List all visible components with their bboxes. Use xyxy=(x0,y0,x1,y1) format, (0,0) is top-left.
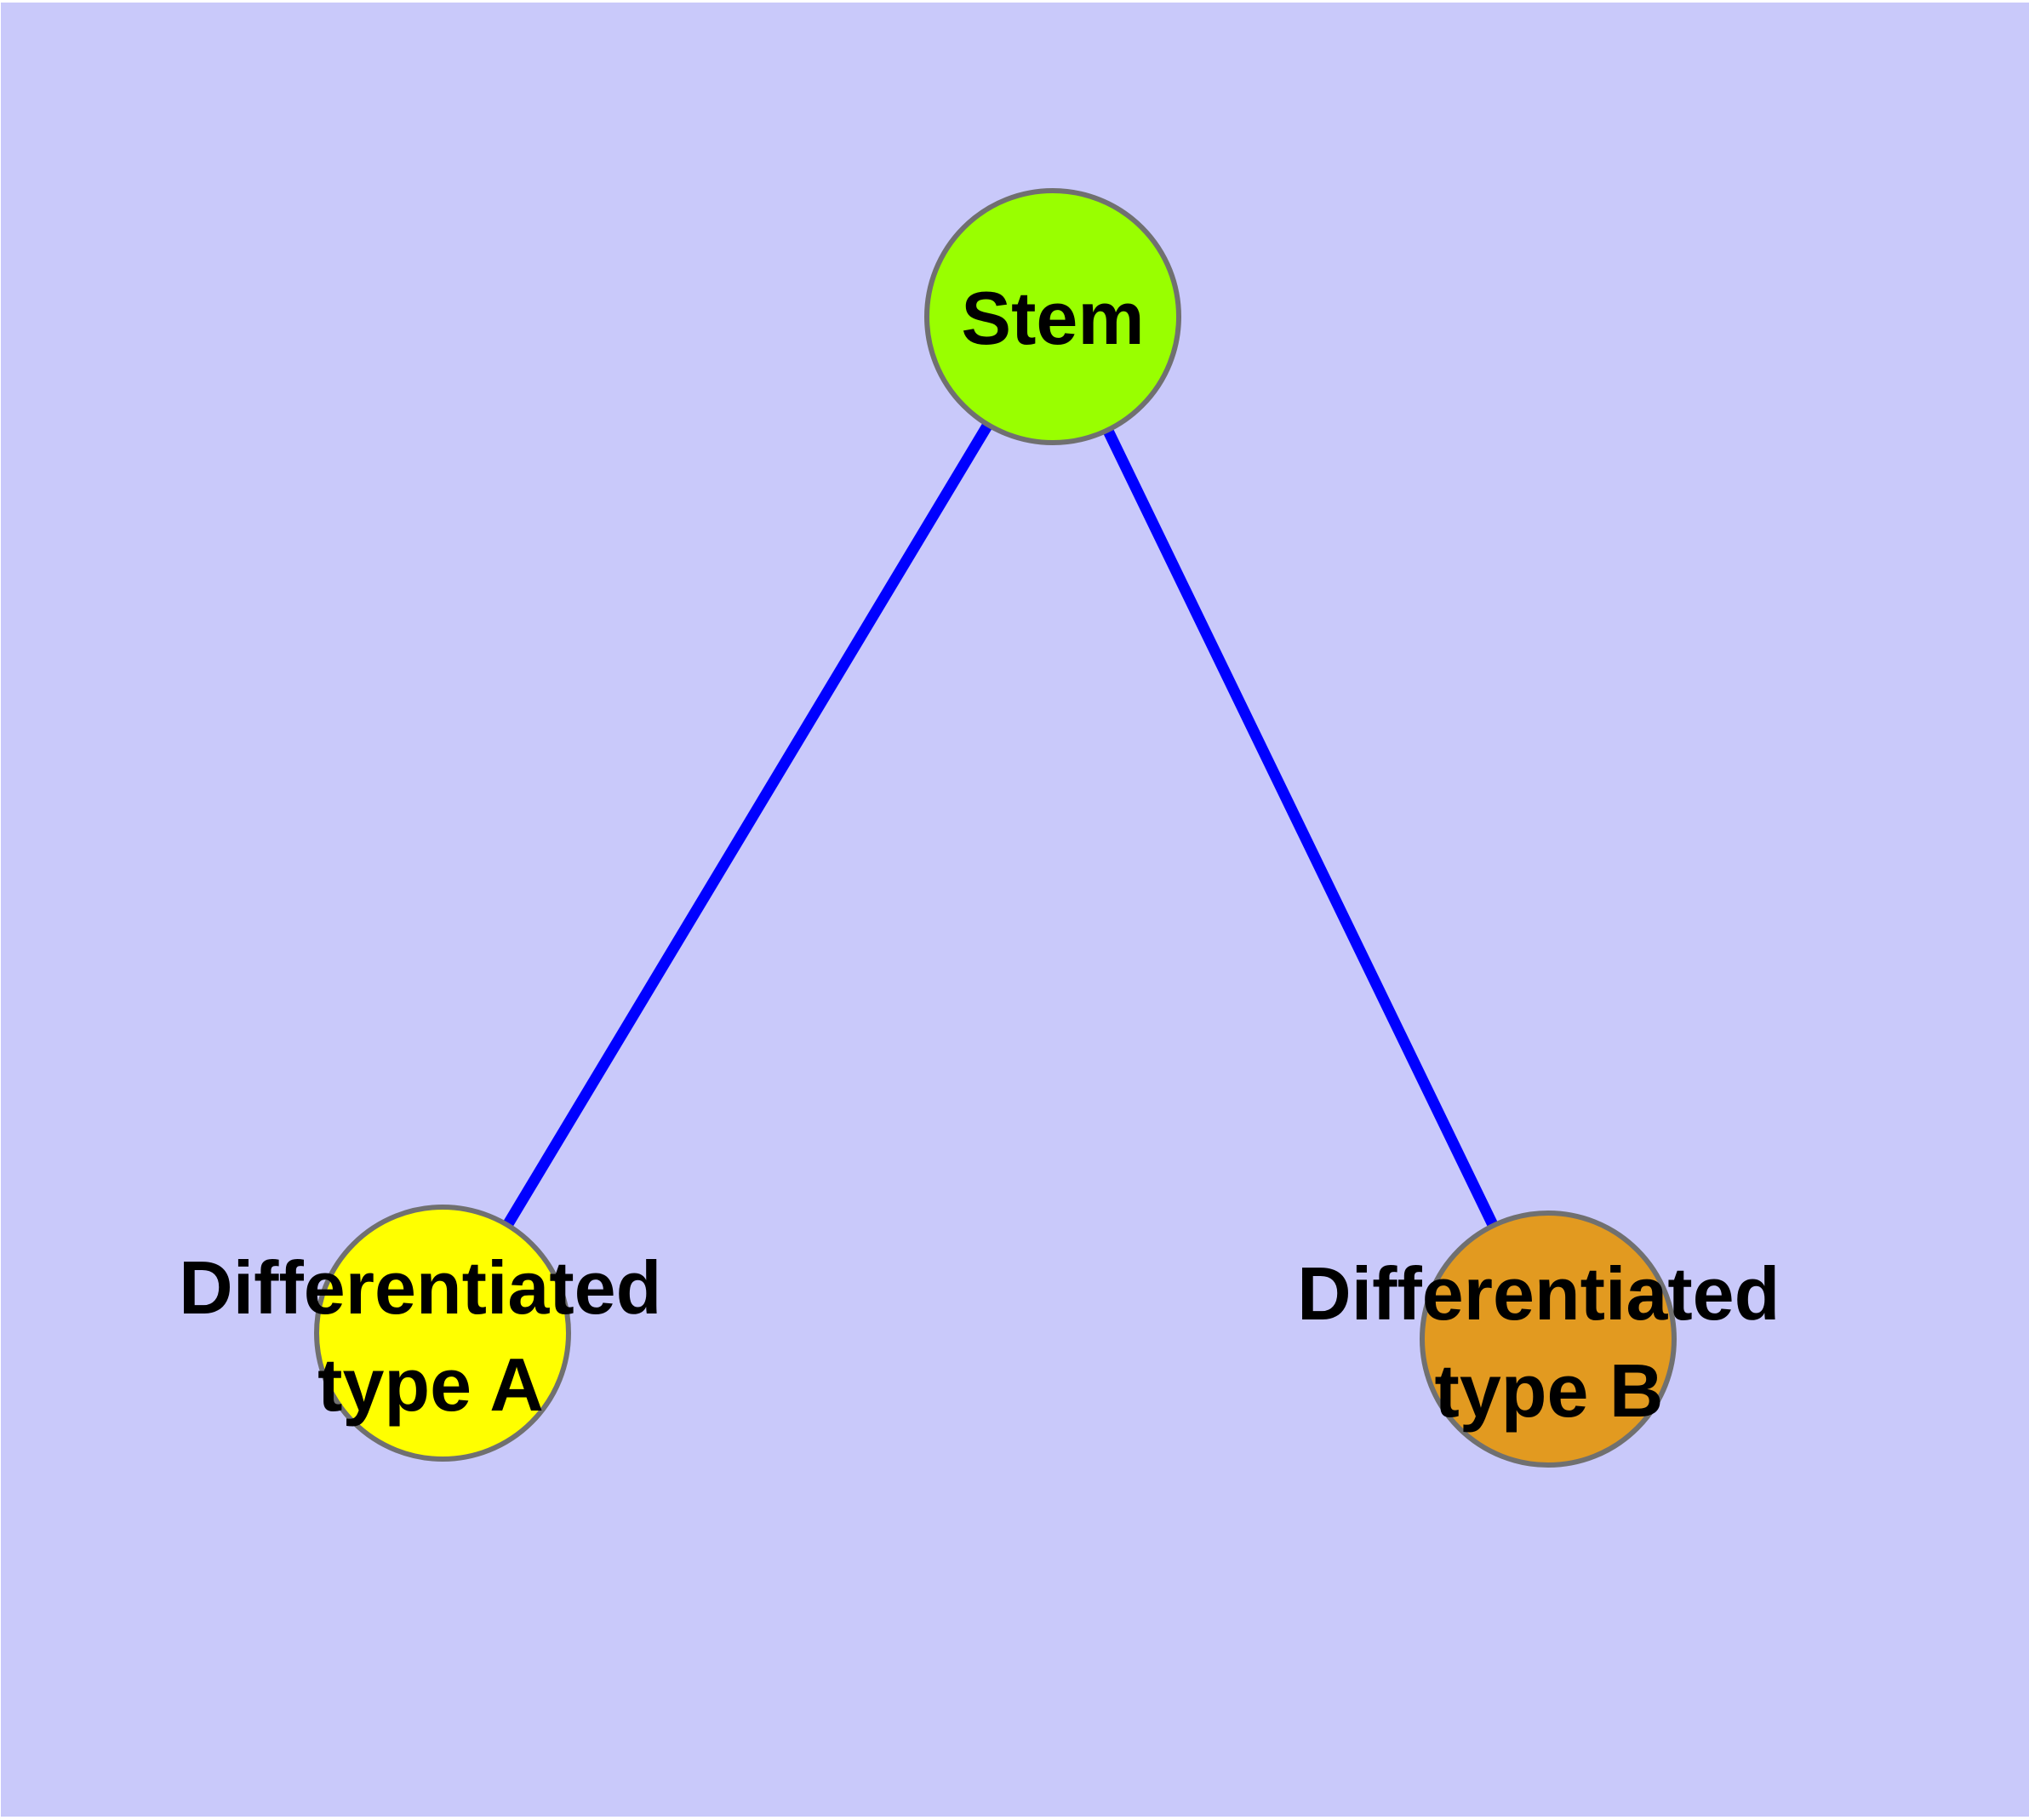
node-differentiated-type-b xyxy=(1420,1210,1677,1468)
node-differentiated-type-b-label-line1: Differentiated xyxy=(1297,1251,1780,1336)
node-differentiated-type-b-label: Differentiated type B xyxy=(1297,1251,1801,1433)
node-differentiated-type-a-label-line2: type A xyxy=(317,1342,544,1427)
node-differentiated-type-a xyxy=(314,1205,571,1462)
edge-stem-to-type-b xyxy=(1048,314,1553,1342)
node-differentiated-type-a-label-line1: Differentiated xyxy=(179,1245,661,1330)
node-differentiated-type-a-label: Differentiated type A xyxy=(179,1245,683,1427)
edge-stem-to-type-a xyxy=(437,313,1058,1336)
node-stem xyxy=(924,188,1181,445)
node-differentiated-type-b-label-line2: type B xyxy=(1435,1348,1664,1433)
node-stem-label: Stem xyxy=(961,276,1144,360)
